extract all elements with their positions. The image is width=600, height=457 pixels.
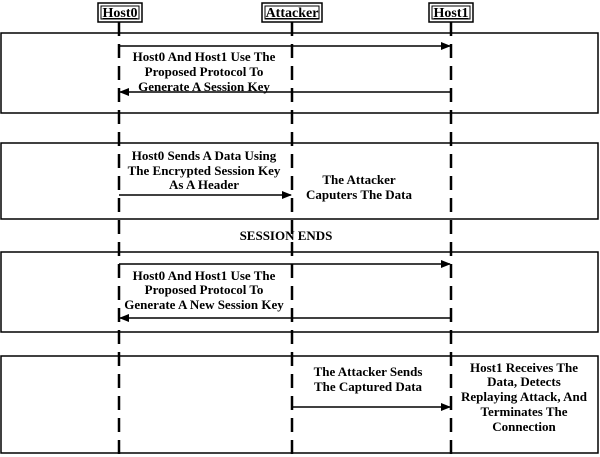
phase2-attacker-label-line1: The Attacker xyxy=(322,172,396,187)
phase4-host1-label-line5: Connection xyxy=(492,419,556,434)
participant-host0-label: Host0 xyxy=(103,6,138,21)
phase1-label-line2: Proposed Protocol To xyxy=(145,64,264,79)
phase2-attacker-label-line2: Caputers The Data xyxy=(306,187,412,202)
phase3-label-line3: Generate A New Session Key xyxy=(124,297,284,312)
session-ends-label: SESSION ENDS xyxy=(240,228,333,243)
phase4-host1-label-line4: Terminates The xyxy=(480,404,567,419)
phase4-attacker-label-line1: The Attacker Sends xyxy=(314,364,423,379)
phase1-label-line1: Host0 And Host1 Use The xyxy=(133,49,276,64)
phase2-host0-label-line2: The Encrypted Session Key xyxy=(128,163,281,178)
phase4-host1-label-line2: Data, Detects xyxy=(487,374,561,389)
phase1-label-line3: Generate A Session Key xyxy=(138,79,270,94)
participant-host1: Host1 xyxy=(428,2,474,23)
phase-box-4 xyxy=(0,355,599,454)
phase2-host0-label-line3: As A Header xyxy=(169,177,239,192)
phase4-host1-label-line3: Replaying Attack, And xyxy=(461,389,588,404)
participant-host0: Host0 xyxy=(97,2,143,23)
participant-attacker-label: Attacker xyxy=(266,6,319,21)
phase4-host1-label-line1: Host1 Receives The xyxy=(470,360,578,375)
phase2-host0-label-line1: Host0 Sends A Data Using xyxy=(132,148,277,163)
participant-attacker: Attacker xyxy=(261,2,323,23)
phase-box-2 xyxy=(0,142,599,220)
phase-box-3 xyxy=(0,251,599,333)
phase3-label-line1: Host0 And Host1 Use The xyxy=(133,268,276,283)
phase-box-1 xyxy=(0,32,599,114)
phase3-label-line2: Proposed Protocol To xyxy=(145,282,264,297)
participant-host1-label: Host1 xyxy=(434,6,469,21)
phase4-attacker-label-line2: The Captured Data xyxy=(314,379,423,394)
